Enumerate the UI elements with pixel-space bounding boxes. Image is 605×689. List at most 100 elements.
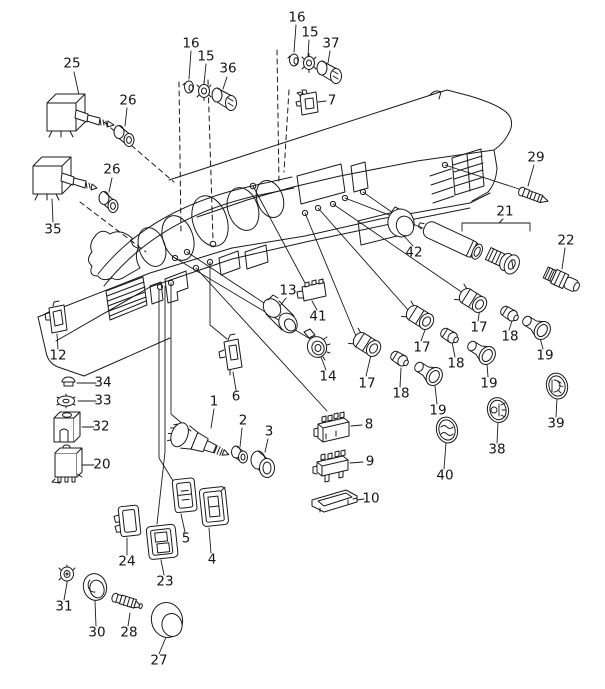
- callout-13: 13: [279, 282, 297, 299]
- part-15a-drawing: [197, 82, 211, 101]
- part-2-drawing: [232, 446, 248, 463]
- part-7-drawing: [296, 90, 318, 115]
- part-27-drawing: [148, 600, 186, 641]
- callout-40: 40: [436, 467, 454, 484]
- part-17b-drawing: [401, 301, 436, 332]
- part-1-drawing: [165, 419, 234, 466]
- callout-18a: 18: [501, 328, 519, 345]
- part-20-drawing: [52, 445, 82, 483]
- callout-7: 7: [327, 92, 337, 109]
- part-6-drawing: [219, 334, 242, 375]
- callout-32: 32: [92, 418, 110, 435]
- callout-28: 28: [120, 624, 138, 641]
- callout-21: 21: [496, 203, 514, 220]
- fog-light-icon: [552, 380, 563, 393]
- callout-18c: 18: [392, 385, 410, 402]
- callout-15b: 15: [301, 24, 319, 41]
- part-5-drawing: [172, 478, 197, 513]
- callout-19b: 19: [480, 375, 498, 392]
- part-37-drawing: [317, 61, 342, 84]
- part-13-drawing: [260, 295, 301, 336]
- callout-19a: 19: [536, 347, 554, 364]
- callout-16b: 16: [288, 9, 306, 26]
- part-42-drawing: [384, 206, 417, 241]
- part-22-drawing: [543, 266, 582, 295]
- part-29-drawing: [517, 186, 549, 205]
- part-17a-drawing: [348, 328, 383, 359]
- callout-18b: 18: [447, 355, 465, 372]
- part-41-drawing: [297, 279, 326, 301]
- part-26b-drawing: [99, 192, 118, 213]
- callout-25: 25: [63, 55, 81, 72]
- construction-lines: [80, 50, 289, 252]
- callout-20: 20: [93, 456, 111, 473]
- callout-22: 22: [557, 232, 575, 249]
- callout-34: 34: [94, 374, 112, 391]
- callout-14: 14: [319, 368, 337, 385]
- part-3-drawing: [251, 451, 275, 478]
- callout-29: 29: [527, 149, 545, 166]
- part-17c-drawing: [454, 284, 489, 315]
- part-14-drawing: [304, 329, 330, 360]
- part-18c-drawing: [389, 349, 411, 368]
- callout-27: 27: [150, 652, 168, 669]
- callout-19c: 19: [429, 402, 447, 419]
- callout-6: 6: [231, 388, 241, 405]
- callout-12: 12: [49, 347, 67, 364]
- part-33-drawing: [57, 394, 75, 408]
- part-39-cap-drawing: [544, 371, 571, 401]
- callout-26b: 26: [103, 161, 121, 178]
- callout-1: 1: [209, 393, 219, 410]
- callout-31: 31: [55, 598, 73, 615]
- part-19c-drawing: [411, 357, 446, 389]
- callout-4: 4: [207, 551, 217, 568]
- defroster-icon: [441, 426, 453, 436]
- callout-42: 42: [405, 244, 423, 261]
- callout-26a: 26: [119, 92, 137, 109]
- part-25-drawing: [47, 94, 114, 137]
- part-24-drawing: [113, 505, 141, 537]
- part-31-drawing: [59, 565, 75, 583]
- callout-8: 8: [364, 416, 374, 433]
- part-10-drawing: [312, 490, 357, 512]
- callout-17a: 17: [358, 375, 376, 392]
- callout-37: 37: [322, 35, 340, 52]
- part-36-drawing: [212, 88, 237, 111]
- part-40-cap-drawing: [434, 415, 461, 445]
- callout-38: 38: [488, 441, 506, 458]
- callout-5: 5: [181, 530, 191, 547]
- part-26a-drawing: [114, 126, 134, 147]
- part-12-drawing: [45, 301, 67, 333]
- part-23-drawing: [146, 524, 178, 560]
- callout-16a: 16: [182, 35, 200, 52]
- part-9-drawing: [313, 450, 348, 482]
- leader-lines: [52, 25, 565, 654]
- part-16a-drawing: [183, 81, 194, 93]
- part-35-drawing: [33, 157, 97, 200]
- callout-35: 35: [44, 221, 62, 238]
- part-34-drawing: [62, 377, 75, 386]
- callout-23: 23: [156, 573, 174, 590]
- part-32-drawing: [54, 412, 80, 442]
- part-38-cap-drawing: [485, 395, 511, 424]
- callout-9: 9: [365, 453, 375, 470]
- part-8-drawing: [314, 412, 349, 442]
- part-18a-drawing: [499, 304, 521, 323]
- callout-39: 39: [547, 415, 565, 432]
- callout-15a: 15: [197, 48, 215, 65]
- callout-2: 2: [238, 412, 248, 429]
- part-15b-drawing: [302, 54, 316, 73]
- part-19b-drawing: [464, 336, 499, 368]
- callout-17b: 17: [413, 339, 431, 356]
- part-16b-drawing: [288, 54, 299, 66]
- part-18b-drawing: [439, 326, 461, 345]
- dashboard-drawing: [38, 90, 512, 376]
- callout-33: 33: [94, 392, 112, 409]
- callout-24: 24: [118, 553, 136, 570]
- rear-fog-light-icon: [491, 403, 506, 417]
- callout-36: 36: [219, 60, 237, 77]
- callout-10: 10: [362, 490, 380, 507]
- part-28-drawing: [111, 593, 144, 611]
